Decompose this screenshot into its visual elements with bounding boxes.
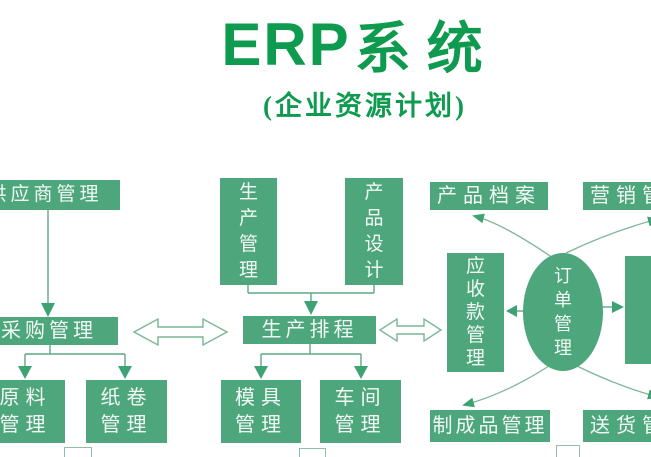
arrow-supplier-to-purchasing <box>41 210 55 317</box>
product-design-box: 产 品 设 计 <box>345 178 403 285</box>
supplier-management-box: 供应商管理 <box>0 180 120 210</box>
page-title: ERP系统 <box>160 4 560 85</box>
bottom-connector-square-middle <box>299 448 326 457</box>
title-latin-text: ERP <box>221 11 351 78</box>
arrow-order-to-right-box <box>600 301 624 313</box>
paper-roll-management-box: 纸卷 管理 <box>86 380 167 443</box>
tree-scheduling-to-mold-workshop <box>254 344 368 379</box>
delivery-management-box: 送货管理 <box>583 410 651 442</box>
production-management-box: 生 产 管 理 <box>220 178 277 285</box>
bottom-connector-square-right <box>556 445 580 457</box>
finished-goods-management-box: 制成品管理 <box>430 410 550 442</box>
accounts-receivable-management-box: 应 收 款 管 理 <box>447 253 504 372</box>
bottom-connector-square-left <box>64 447 92 457</box>
raw-material-management-box: 原料 管理 <box>0 380 65 443</box>
product-archive-box: 产品档案 <box>430 182 548 210</box>
order-management-ellipse: 订 单 管 理 <box>523 253 603 371</box>
double-arrow-scheduling-receivable <box>378 317 443 343</box>
marketing-management-box: 营销管理 <box>583 182 651 210</box>
workshop-management-box: 车间 管理 <box>320 380 401 443</box>
curve-order-to-delivery <box>576 365 651 400</box>
tree-purchasing-to-materials <box>18 345 132 379</box>
right-edge-cropped-box <box>625 256 651 364</box>
page-subtitle: (企业资源计划) <box>263 91 467 121</box>
mold-management-box: 模具 管理 <box>221 380 301 443</box>
double-arrow-purchasing-scheduling <box>132 317 229 347</box>
purchasing-management-box: 采购管理 <box>0 317 118 345</box>
curve-order-to-archive <box>472 213 554 259</box>
production-scheduling-box: 生产排程 <box>243 316 376 344</box>
tree-production-design-to-scheduling <box>247 285 375 315</box>
title-chinese-text: 系统 <box>354 19 499 81</box>
curve-order-to-finished-goods <box>462 363 553 408</box>
curve-order-to-marketing <box>565 216 651 254</box>
